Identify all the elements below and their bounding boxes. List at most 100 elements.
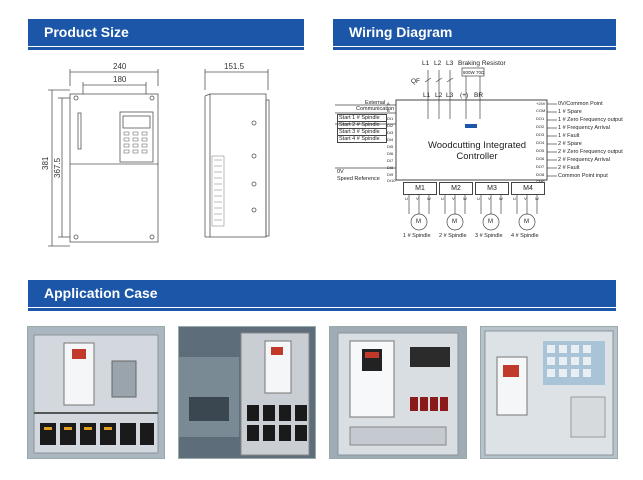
output-0v-common: 0V/Common Point — [558, 101, 603, 107]
spindle-4-label: 4 # Spindle — [511, 233, 539, 239]
output-2-spare: 2 # Spare — [558, 141, 582, 147]
terminal-do6: DO6 — [536, 156, 545, 161]
terminal-do8: DO8 — [536, 172, 545, 177]
terminal-do1: DO1 — [536, 116, 545, 121]
dim-width-outer: 240 — [113, 62, 127, 71]
external-comm-label: External Communication — [356, 100, 394, 112]
terminal-di8: DI8 — [387, 165, 394, 170]
external-comm-line2: Communication — [356, 106, 395, 112]
m3-w: W — [499, 196, 503, 201]
m3-v: V — [488, 196, 491, 201]
application-case-banner: Application Case — [28, 280, 616, 311]
product-size-banner: Product Size — [28, 19, 304, 50]
terminal-di10: DI10 — [387, 178, 396, 183]
cabinet-illustration-1 — [28, 327, 164, 458]
m4-v: V — [524, 196, 527, 201]
application-photo-2 — [178, 326, 316, 459]
terminal-com: COM — [536, 108, 546, 113]
spindle-1-motor-symbol: M — [416, 219, 421, 225]
output-1-spare: 1 # Spare — [558, 109, 582, 115]
m1-w: W — [427, 196, 431, 201]
cabinet-illustration-4 — [481, 327, 617, 458]
br-terminal: BR — [474, 92, 484, 99]
spindle-2-label: 2 # Spindle — [439, 233, 467, 239]
output-2-zero-freq: 2 # Zero Frequency output — [558, 149, 623, 155]
terminal-do7: DO7 — [536, 164, 545, 169]
terminal-di5: DI5 — [387, 144, 394, 149]
application-photo-3 — [329, 326, 467, 459]
m2-u: U — [441, 196, 444, 201]
terminal-do5: DO5 — [536, 148, 545, 153]
output-2-fault: 2 # Fault — [558, 165, 580, 171]
dc-plus-terminal: (+) — [460, 92, 469, 99]
controller-title: Woodcutting Integrated Controller — [407, 140, 547, 162]
zero-v-label: 0V — [337, 169, 344, 175]
wiring-diagram-title: Wiring Diagram — [349, 24, 453, 40]
cabinet-illustration-2 — [179, 327, 315, 458]
m1-u: U — [405, 196, 408, 201]
spindle-3-motor-symbol: M — [488, 219, 493, 225]
motor-m4: M4 — [511, 182, 545, 195]
external-comm-line1: External — [365, 100, 386, 106]
terminal-do3: DO3 — [536, 132, 545, 137]
m2-w: W — [463, 196, 467, 201]
terminal-di3: DI3 — [387, 130, 394, 135]
spindle-4-motor-symbol: M — [524, 219, 529, 225]
braking-resistor-label: Braking Resistor — [458, 60, 506, 67]
wiring-diagram-banner: Wiring Diagram — [333, 19, 616, 50]
start-4-spindle: Start 4 # Spindle — [337, 135, 387, 143]
controller-logo — [465, 124, 477, 128]
output-1-fault: 1 # Fault — [558, 133, 580, 139]
m1-v: V — [416, 196, 419, 201]
wiring-schematic — [335, 67, 557, 231]
terminal-di9: DI9 — [387, 172, 394, 177]
terminal-do4: DO4 — [536, 140, 545, 145]
terminal-a: A — [387, 101, 390, 106]
input-l2: L2 — [434, 60, 442, 67]
m2-v: V — [452, 196, 455, 201]
terminal-di4: DI4 — [387, 137, 394, 142]
terminal-di6: DI6 — [387, 151, 394, 156]
cabinet-illustration-3 — [330, 327, 466, 458]
output-common-point: Common Point input — [558, 173, 608, 179]
m4-w: W — [535, 196, 539, 201]
dim-width-inner: 180 — [113, 75, 127, 84]
dim-depth: 151.5 — [224, 62, 245, 71]
application-case-title: Application Case — [44, 285, 158, 301]
dim-height-inner: 367.5 — [53, 157, 62, 178]
dimension-drawing — [48, 69, 270, 247]
banner-underline — [28, 47, 304, 50]
spindle-1-label: 1 # Spindle — [403, 233, 431, 239]
terminal-di7: DI7 — [387, 158, 394, 163]
output-1-zero-freq: 1 # Zero Frequency output — [558, 117, 623, 123]
motor-m3: M3 — [475, 182, 509, 195]
motor-m2: M2 — [439, 182, 473, 195]
spindle-3-label: 3 # Spindle — [475, 233, 503, 239]
terminal-cme: CME — [536, 179, 545, 185]
controller-title-line1: Woodcutting Integrated — [427, 140, 527, 151]
input-l3: L3 — [446, 60, 454, 67]
input-l1-bottom: L1 — [423, 92, 431, 99]
banner-underline — [333, 47, 616, 50]
speed-reference-label: Speed Reference — [337, 176, 380, 182]
input-l2-bottom: L2 — [435, 92, 443, 99]
input-l1: L1 — [422, 60, 430, 67]
banner-underline — [28, 308, 616, 311]
application-photo-4 — [480, 326, 618, 459]
terminal-24v: +24V — [536, 101, 546, 106]
m3-u: U — [477, 196, 480, 201]
terminal-di2: DI2 — [387, 123, 394, 128]
resistor-spec: 800W 70Ω — [463, 70, 485, 75]
output-2-freq-arrival: 2 # Frequency Arrival — [558, 157, 610, 163]
terminal-do2: DO2 — [536, 124, 545, 129]
product-size-title: Product Size — [44, 24, 129, 40]
spindle-2-motor-symbol: M — [452, 219, 457, 225]
controller-title-line2: Controller — [456, 151, 498, 162]
terminal-b: B — [387, 108, 390, 113]
motor-m1: M1 — [403, 182, 437, 195]
application-photo-1 — [27, 326, 165, 459]
breaker-label: QF — [411, 78, 421, 85]
m4-u: U — [513, 196, 516, 201]
terminal-di1: DI1 — [387, 116, 394, 121]
output-1-freq-arrival: 1 # Frequency Arrival — [558, 125, 610, 131]
